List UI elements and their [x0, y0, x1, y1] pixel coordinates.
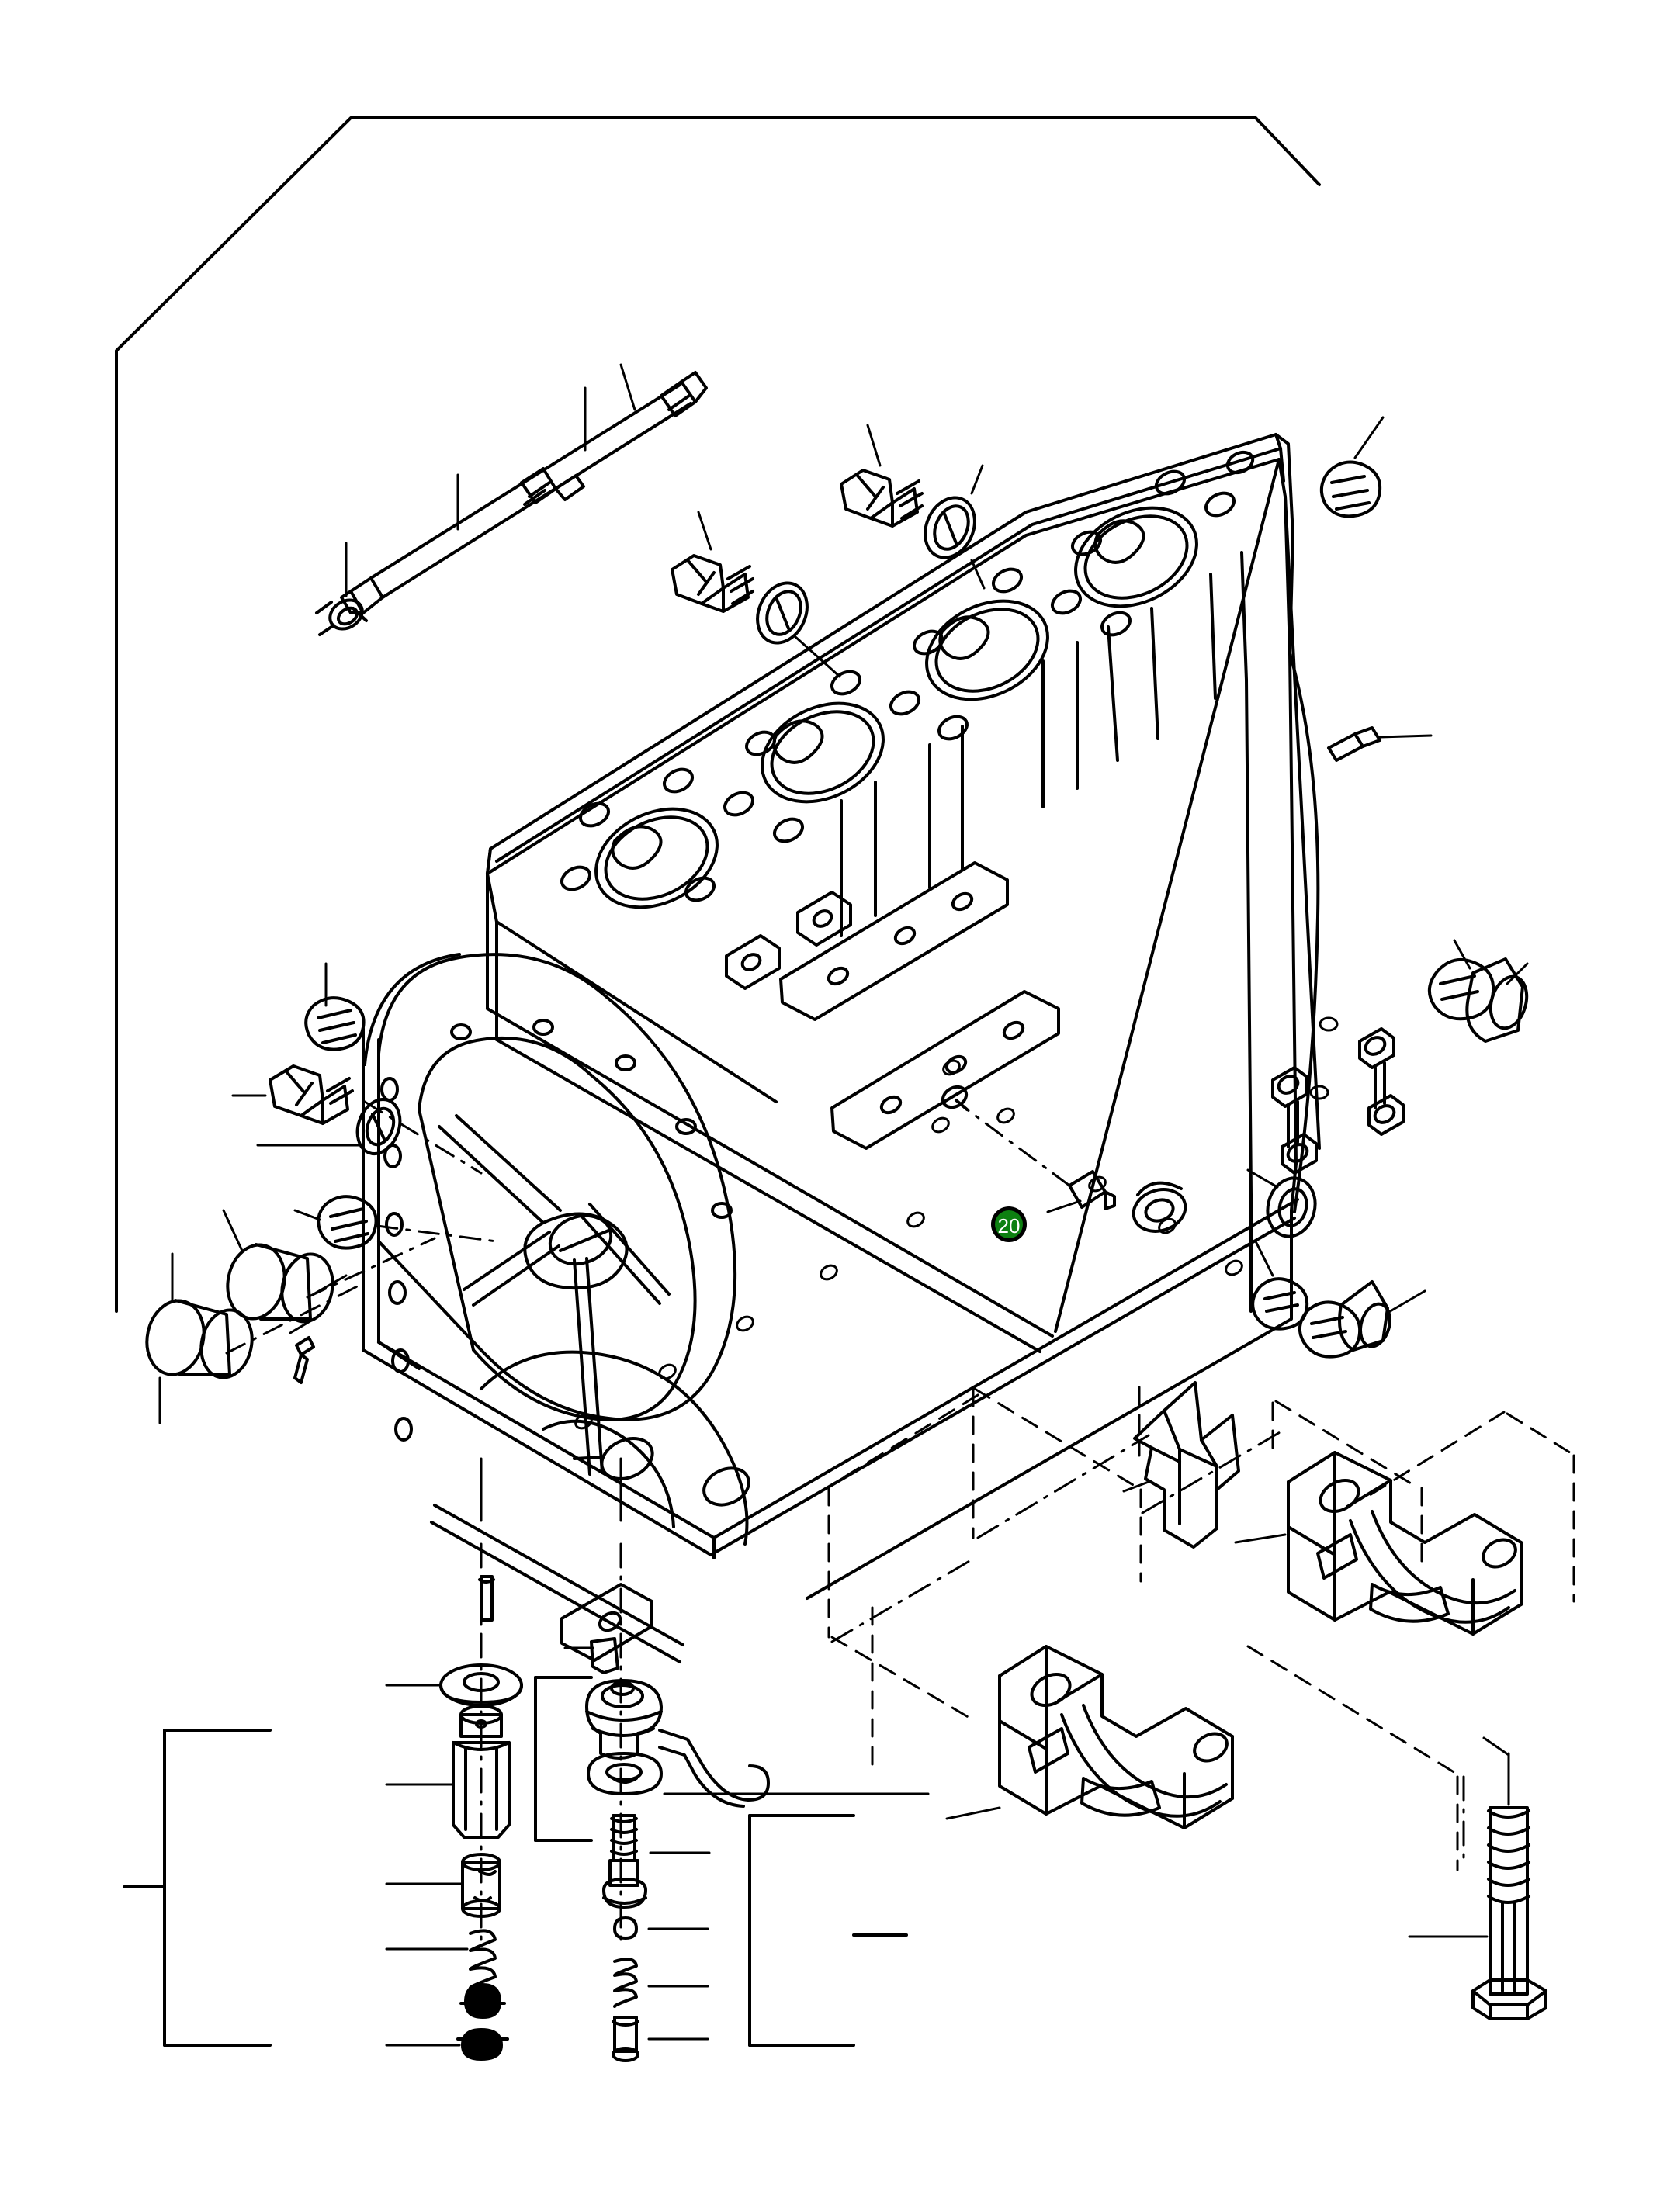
subassembly-leaders [480, 1457, 622, 1522]
block-internal-bulkheads [840, 551, 1248, 937]
plug-leader-lines [697, 424, 986, 590]
deck-face-bore-2 [761, 701, 885, 804]
washer-left [256, 1098, 402, 1155]
block-boss-row [725, 891, 852, 990]
hex-plug-lower [671, 554, 754, 613]
taper-plug-right-lower [1428, 939, 1529, 1043]
oil-jet-nozzle [1132, 1181, 1187, 1233]
sheet-border [115, 116, 1321, 1313]
plug-right-lower [1246, 1168, 1317, 1238]
timing-housing-tube [573, 1257, 604, 1476]
oil-gallery-pipe [315, 363, 708, 636]
deck-face-bore-4 [1074, 506, 1198, 608]
straight-pin-right [1327, 726, 1433, 762]
timing-gear-housing [363, 953, 750, 1663]
block-right-bracket [1271, 1027, 1405, 1175]
core-plug-large-b [145, 1252, 254, 1424]
plug-right-lower-b [1298, 1280, 1426, 1359]
small-pin-left [478, 1575, 495, 1622]
deck-face-bore-1 [594, 807, 719, 909]
main-bearing-cap-front [945, 1645, 1234, 1829]
block-side-flange-lower [830, 990, 1060, 1150]
block-body [362, 458, 1321, 1600]
callout-20-label: 20 [998, 1214, 1021, 1238]
hex-plug-upper [840, 469, 924, 528]
callout-20-fill [995, 1210, 1023, 1238]
assembly-center-lines-left [225, 1100, 498, 1355]
hex-plug-left [231, 1064, 354, 1125]
block-side-flange-upper [779, 861, 1009, 1021]
drive-pin-left [289, 1316, 318, 1384]
set-screw-a [304, 962, 366, 1051]
main-bearing-cap-bolt [1408, 1736, 1547, 2020]
bearing-cap-centerlines [830, 1428, 1465, 1864]
deck-bolt-holes [560, 450, 1255, 902]
bracket-plate [1122, 1381, 1240, 1549]
sealing-washer-upper [924, 496, 976, 559]
set-screw-b [293, 1195, 378, 1250]
bearing-cap-hidden-outlines [827, 1386, 1575, 1871]
relief-valve-sub-assembly [123, 1663, 593, 2061]
retainer-clip [563, 1637, 619, 1674]
main-bearing-cap-rear [1234, 1451, 1523, 1636]
taper-plug-right-upper [1319, 416, 1385, 518]
block-side-holes [574, 1016, 1339, 1430]
oil-jet-sub-assembly [585, 1679, 930, 2062]
dowel-pin [941, 1085, 1116, 1213]
sealing-washer-lower [756, 581, 841, 678]
deck-coolant-ports [611, 519, 1145, 870]
callout-20[interactable]: 20 [991, 1206, 1027, 1242]
